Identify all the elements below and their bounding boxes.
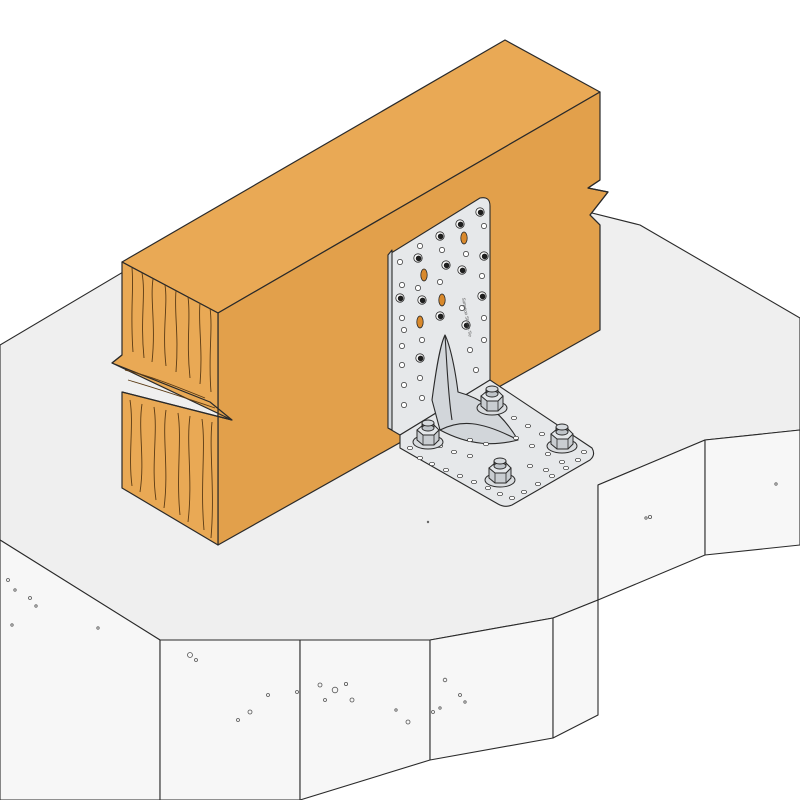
hex-bolt-icon (546, 423, 578, 454)
bracket-anchor-hole (549, 473, 555, 479)
bracket-nail-hole (467, 347, 473, 353)
bolt-stud-top (485, 385, 499, 393)
slab-front-face-mid2 (299, 639, 431, 800)
hex-bolt-icon (484, 457, 516, 488)
bracket-nail-hole (459, 305, 465, 311)
bracket-anchor-hole (581, 449, 587, 455)
bracket-nail-hole (417, 375, 423, 381)
bracket-nail-hole (417, 243, 423, 249)
bracket-nail-hole (463, 251, 469, 257)
bracket-nail-hole-shadow (397, 295, 404, 302)
bracket-slot-hole (438, 293, 446, 307)
bracket-nail-hole (399, 362, 405, 368)
bracket-anchor-hole (543, 467, 549, 473)
bracket-nail-hole (401, 327, 407, 333)
bracket-edge (387, 249, 393, 431)
bracket-anchor-hole (407, 445, 413, 451)
bracket-anchor-hole (563, 465, 569, 471)
bracket-nail-hole-shadow (463, 322, 470, 329)
bracket-slot-hole (420, 268, 428, 282)
bracket-anchor-hole (451, 449, 457, 455)
bracket-anchor-hole (545, 451, 551, 457)
bracket-nail-hole (401, 382, 407, 388)
bracket-nail-hole-shadow (477, 209, 484, 216)
bracket-nail-hole (479, 273, 485, 279)
vertical-leg-holes (395, 207, 489, 408)
bolt-stud-top (493, 457, 507, 465)
bolt-stud-top (555, 423, 569, 431)
concrete-aggregate-marks (6, 482, 778, 725)
bracket-nail-hole-shadow (419, 297, 426, 304)
bracket-nail-hole-shadow (457, 221, 464, 228)
bracket-anchor-hole (575, 457, 581, 463)
bracket-nail-hole (419, 395, 425, 401)
bolt-stud-top (421, 419, 435, 427)
beam-break-left (111, 354, 233, 421)
bolt-nut-edges (556, 439, 569, 449)
bracket-nail-hole-shadow (479, 293, 486, 300)
bracket-nail-hole (473, 367, 479, 373)
bracket-anchor-hole (509, 495, 515, 501)
bracket-nail-hole (415, 285, 421, 291)
anchor-bolts (412, 385, 578, 488)
bracket-anchor-hole (521, 489, 527, 495)
bracket-nail-hole (481, 337, 487, 343)
bracket-anchor-hole (511, 415, 517, 421)
bracket-nail-hole (439, 247, 445, 253)
bracket-nail-hole-shadow (417, 355, 424, 362)
bracket-nail-hole-shadow (459, 267, 466, 274)
bracket-slot-hole (416, 315, 424, 329)
bracket-anchor-hole (513, 435, 519, 441)
slab-front-face-right (429, 617, 554, 761)
bracket-anchor-hole (443, 467, 449, 473)
bracket-rib-crease (439, 334, 519, 441)
bracket-nail-hole-shadow (415, 255, 422, 262)
bracket-anchor-hole (417, 455, 423, 461)
bracket-nail-hole (399, 343, 405, 349)
bracket-anchor-hole (429, 461, 435, 467)
bracket-nail-hole (399, 282, 405, 288)
bracket-anchor-hole (457, 473, 463, 479)
bracket-anchor-hole (483, 441, 489, 447)
bolt-nut-edges (494, 473, 507, 483)
slab-front-face-mid (159, 639, 301, 800)
bracket-slot-hole (460, 231, 468, 245)
bracket-anchor-hole (485, 485, 491, 491)
wood-grain-lines (124, 267, 216, 539)
bracket-anchor-hole (471, 479, 477, 485)
bracket-nail-hole-shadow (443, 262, 450, 269)
bracket-nail-hole-shadow (481, 253, 488, 260)
bracket-anchor-hole (529, 443, 535, 449)
hex-bolt-icon (412, 419, 444, 450)
reinforced-angle-bracket-icon: Simpson Strong-Tie (387, 197, 595, 507)
slab-front-face-left (0, 539, 161, 800)
bracket-anchor-hole (497, 491, 503, 497)
bracket-nail-hole (399, 315, 405, 321)
bracket-nail-hole-shadow (437, 313, 444, 320)
bolt-nut-edges (486, 401, 499, 411)
bracket-anchor-hole (539, 431, 545, 437)
bracket-anchor-hole (559, 459, 565, 465)
bracket-nail-hole-shadow (437, 233, 444, 240)
bracket-nail-hole (397, 259, 403, 265)
bracket-stamp-text: Simpson Strong-Tie (461, 297, 473, 337)
bracket-nail-hole (481, 223, 487, 229)
beam-break-right (587, 179, 609, 226)
bracket-anchor-hole (527, 463, 533, 469)
bracket-anchor-hole (467, 453, 473, 459)
bracket-anchor-hole (467, 437, 473, 443)
bracket-nail-hole (481, 315, 487, 321)
hex-bolt-icon (476, 385, 508, 416)
slab-side-face-right (704, 429, 800, 556)
bolt-nut-edges (422, 435, 435, 445)
bracket-nail-hole (437, 279, 443, 285)
bracket-nail-hole (419, 337, 425, 343)
bracket-anchor-hole (525, 423, 531, 429)
bracket-anchor-hole (535, 481, 541, 487)
bracket-nail-hole (401, 402, 407, 408)
